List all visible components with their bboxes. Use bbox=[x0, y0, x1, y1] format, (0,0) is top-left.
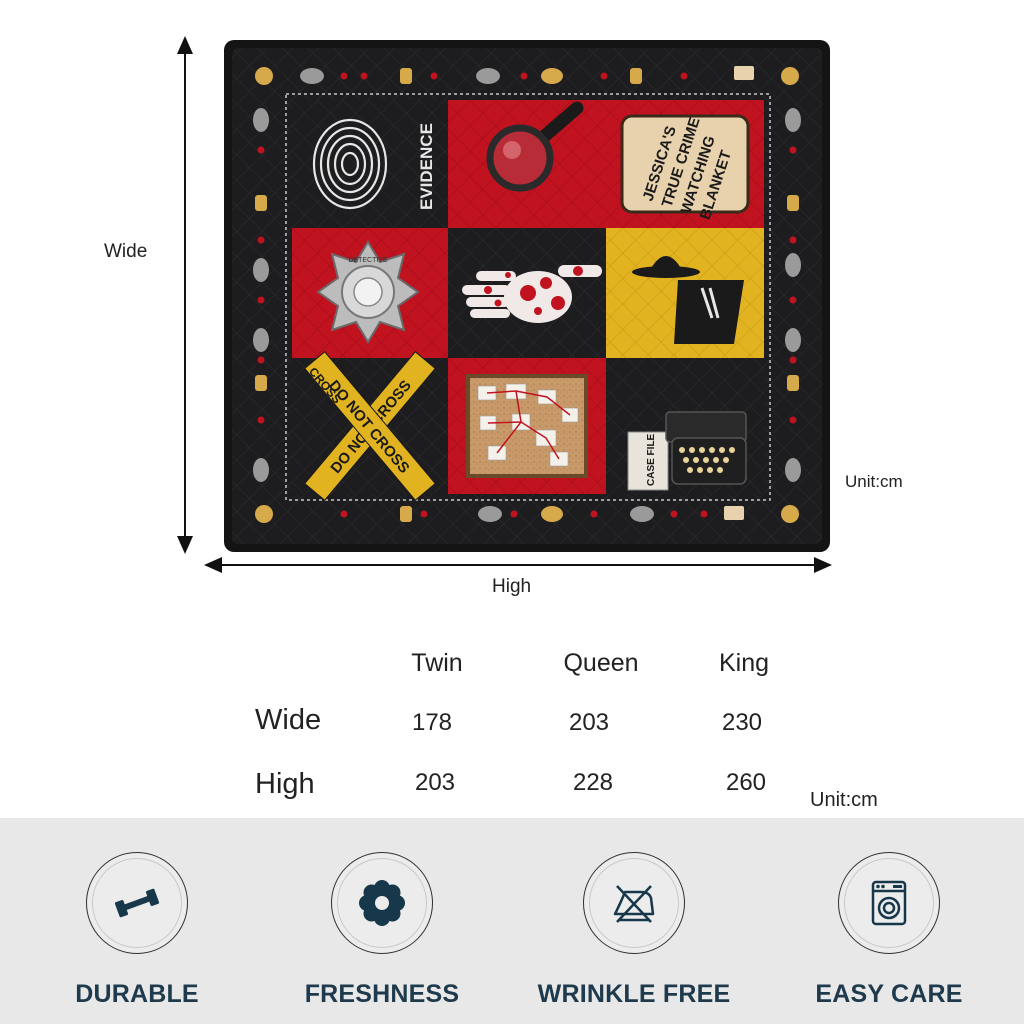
badge-text: DETECTIVE bbox=[348, 257, 388, 264]
typewriter-icon bbox=[665, 411, 747, 485]
table-cell: 260 bbox=[725, 769, 767, 796]
quilt-product-image: EVIDENCE JESSICA'S TRUE CRIME WATCHING B… bbox=[224, 40, 830, 552]
dumbbell-icon bbox=[114, 888, 160, 918]
table-cell: 178 bbox=[411, 709, 453, 736]
diagram-unit-label: Unit:cm bbox=[845, 472, 903, 491]
corkboard-icon bbox=[466, 374, 588, 478]
column-header-twin: Twin bbox=[411, 649, 463, 677]
dimension-arrows bbox=[177, 36, 832, 573]
feature-label: WRINKLE FREE bbox=[537, 980, 731, 1008]
row-label-wide: Wide bbox=[255, 704, 322, 736]
table-unit-label: Unit:cm bbox=[810, 789, 878, 811]
table-cell: 203 bbox=[414, 769, 456, 796]
column-header-queen: Queen bbox=[563, 649, 639, 677]
border-motifs bbox=[253, 66, 801, 523]
table-cell: 203 bbox=[568, 709, 610, 736]
blanket-tag-patch: JESSICA'S TRUE CRIME WATCHING BLANKET bbox=[620, 114, 750, 222]
flower-icon bbox=[359, 880, 405, 926]
case-file-text: CASE FILE bbox=[646, 433, 657, 486]
no-iron-icon bbox=[613, 885, 655, 923]
feature-wrinkle-free: WRINKLE FREE bbox=[534, 852, 734, 1009]
evidence-text: EVIDENCE bbox=[417, 123, 436, 210]
horizontal-dimension-label: High bbox=[492, 576, 532, 597]
feature-durable: DURABLE bbox=[37, 852, 237, 1009]
table-cell: 230 bbox=[721, 709, 763, 736]
feature-label: DURABLE bbox=[75, 980, 199, 1008]
feature-label: EASY CARE bbox=[815, 980, 963, 1008]
feature-badge bbox=[86, 852, 188, 954]
table-cell: 228 bbox=[572, 769, 614, 796]
feature-freshness: FRESHNESS bbox=[282, 852, 482, 1009]
fingerprint-icon bbox=[312, 118, 388, 210]
feature-badge bbox=[583, 852, 685, 954]
feature-easy-care: EASY CARE bbox=[789, 852, 989, 1009]
vertical-dimension-label: Wide bbox=[104, 241, 148, 262]
washing-machine-icon bbox=[871, 880, 907, 926]
magnifier-icon bbox=[486, 101, 584, 192]
detective-badge-icon: DETECTIVE bbox=[316, 240, 420, 344]
feature-band: DURABLE FRESHNESS bbox=[0, 818, 1024, 1024]
feature-badge bbox=[331, 852, 433, 954]
feature-badge bbox=[838, 852, 940, 954]
detective-silhouette-icon bbox=[632, 256, 744, 344]
case-file-icon: CASE FILE bbox=[627, 431, 669, 491]
row-label-high: High bbox=[255, 768, 315, 800]
quilt-block-evidence bbox=[292, 100, 448, 228]
feature-label: FRESHNESS bbox=[304, 980, 460, 1008]
bloody-handprint-icon bbox=[462, 265, 602, 323]
column-header-king: King bbox=[718, 649, 770, 677]
